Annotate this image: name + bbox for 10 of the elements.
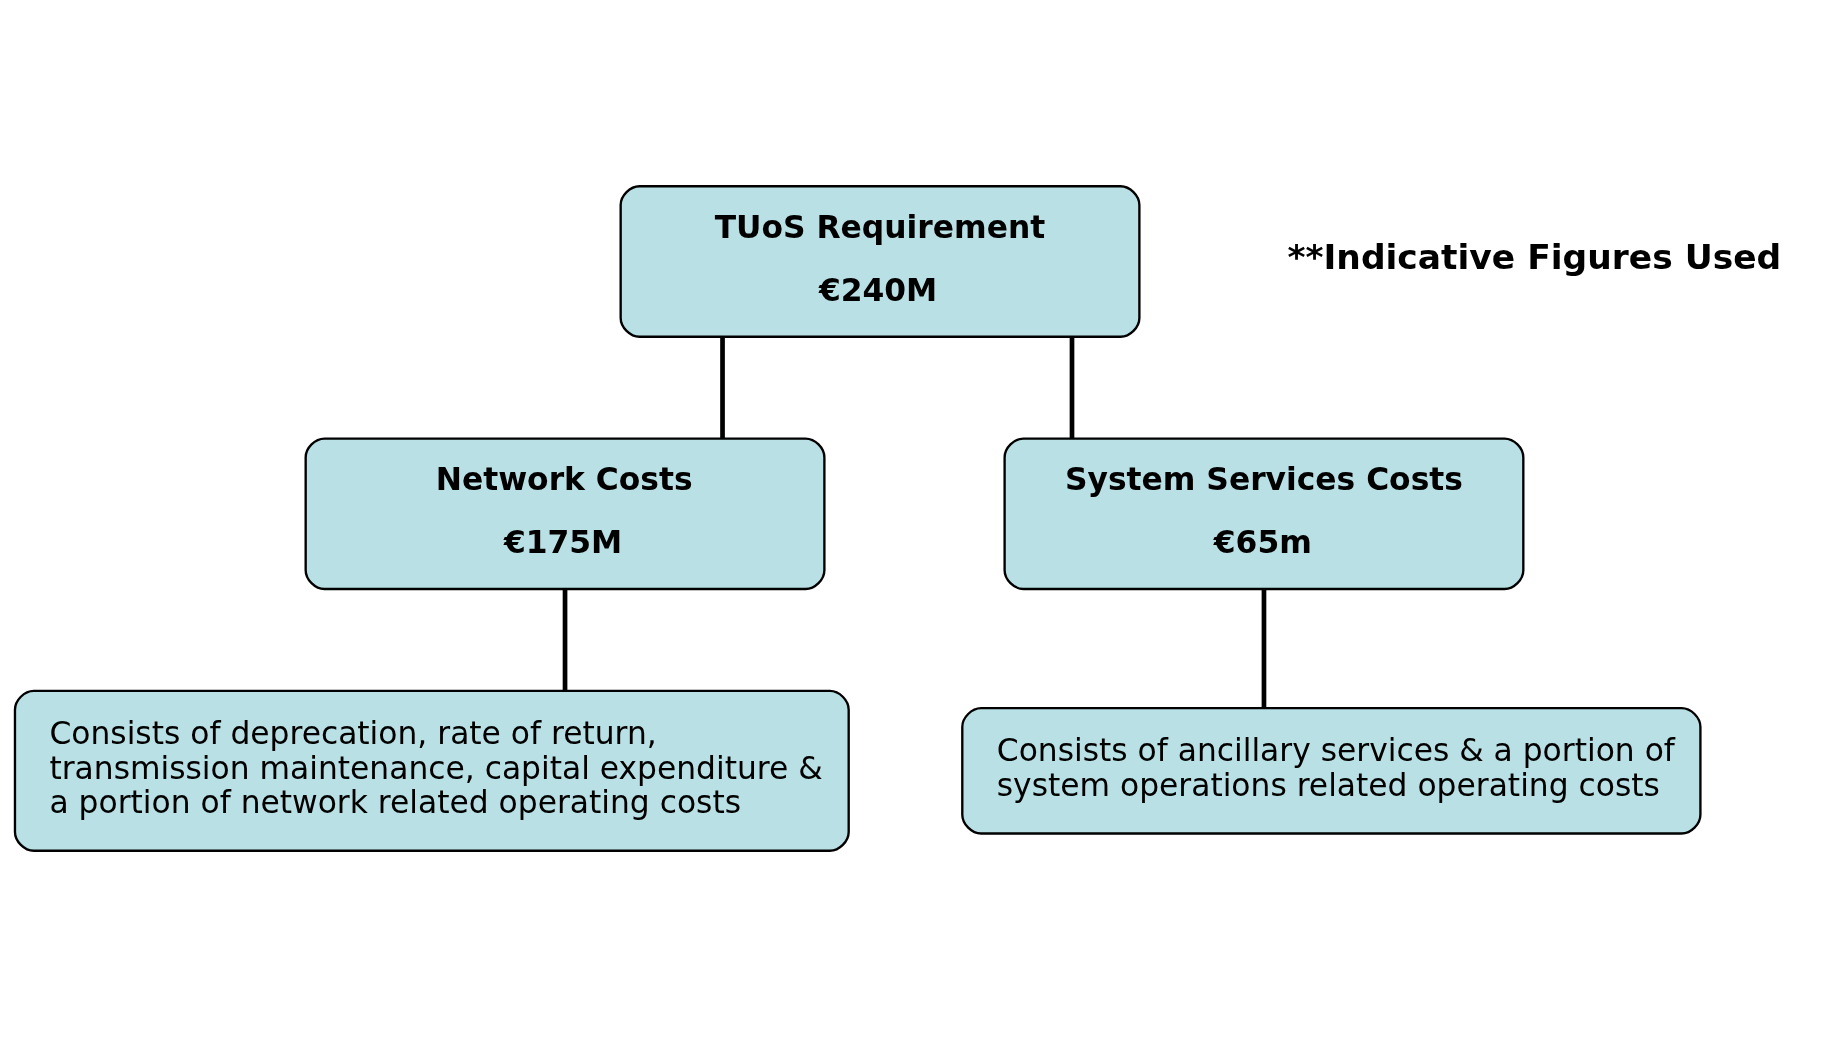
- node-box: Network Costs €175M: [304, 437, 826, 591]
- node-box: Consists of ancillary services & a portion of system operations related operating costs: [961, 706, 1702, 835]
- connector: [1261, 589, 1267, 708]
- connector: [1069, 337, 1075, 439]
- connector: [562, 589, 568, 691]
- label: **Indicative Figures Used: [1287, 236, 1782, 277]
- node-box: System Services Costs €65m: [1003, 437, 1525, 591]
- node-box: TUoS Requirement €240M: [619, 185, 1141, 338]
- connector: [720, 337, 725, 439]
- node-box: Consists of deprecation, rate of return, transmission maintenance, capital expenditure & a portion of network related operating costs: [13, 689, 850, 852]
